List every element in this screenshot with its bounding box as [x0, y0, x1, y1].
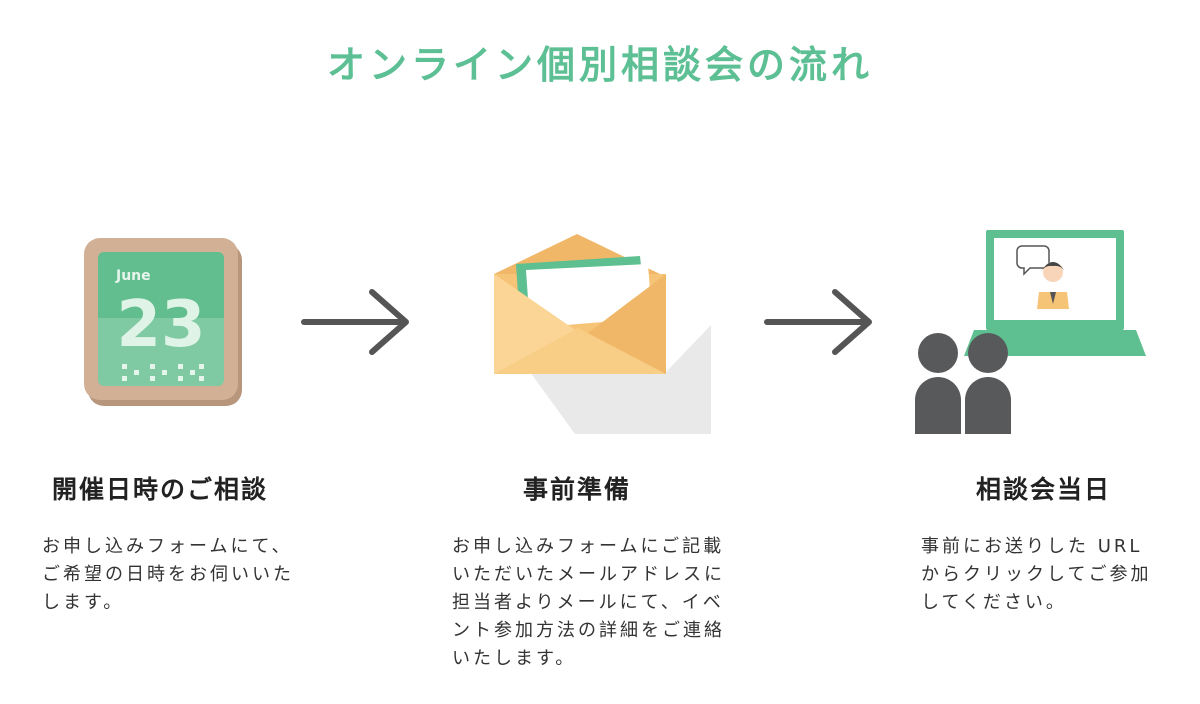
- page-title: オンライン個別相談会の流れ: [326, 43, 873, 87]
- calendar-dots: [122, 364, 204, 381]
- calendar-icon: June 23: [84, 238, 242, 406]
- step-2-description: お申し込みフォームにご記載 いただいたメールアドレスに 担当者よりメールにて、イ…: [452, 536, 725, 669]
- envelope-icon: [494, 234, 711, 434]
- step-3-description: 事前にお送りした URL からクリックしてご参加 してください。: [921, 536, 1152, 613]
- laptop-video-call-icon: [915, 230, 1146, 434]
- step-2-title: 事前準備: [523, 475, 632, 504]
- calendar-month: June: [115, 268, 151, 284]
- step-1-description: お申し込みフォームにて、 ご希望の日時をお伺いいた します。: [42, 536, 294, 613]
- step-1-title: 開催日時のご相談: [52, 475, 269, 504]
- step-3-title: 相談会当日: [976, 475, 1112, 504]
- arrow-right-icon: [301, 289, 409, 355]
- arrow-right-icon: [764, 289, 872, 355]
- calendar-day: 23: [116, 288, 205, 362]
